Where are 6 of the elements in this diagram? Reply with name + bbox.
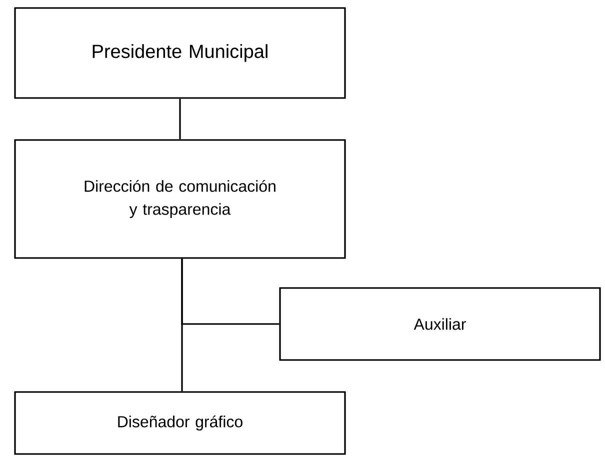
org-box: Auxiliar bbox=[279, 287, 601, 361]
connector-line bbox=[181, 258, 183, 392]
org-box: Presidente Municipal bbox=[14, 7, 346, 99]
org-box: Dirección de comunicación y trasparencia bbox=[14, 139, 346, 259]
connector-line bbox=[179, 98, 181, 140]
org-box: Diseñador gráfico bbox=[14, 391, 346, 455]
